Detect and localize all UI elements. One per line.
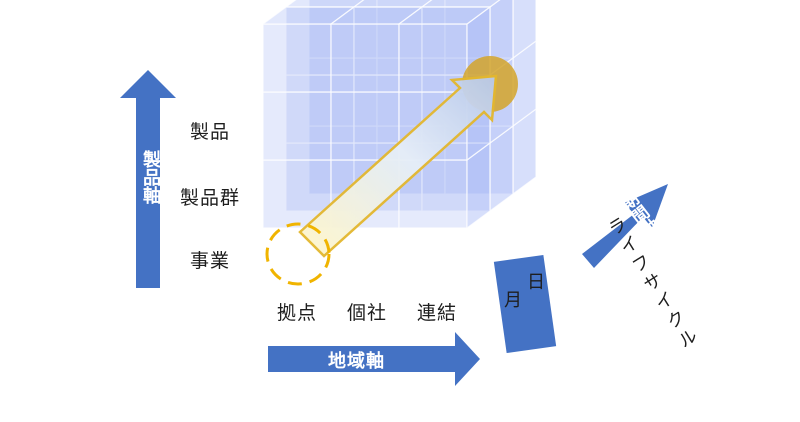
product-axis-arrow (120, 70, 176, 288)
month-day-block (493, 254, 557, 354)
period-level-month: 月 (501, 290, 522, 308)
period-axis-arrow (582, 184, 668, 268)
region-level-company: 個社 (347, 302, 388, 324)
cube-cell-front (262, 91, 332, 161)
product-level-business: 事業 (190, 250, 231, 272)
highlight-start-circle (265, 222, 331, 286)
region-axis-arrow (268, 332, 480, 386)
region-level-consolidated: 連結 (417, 302, 458, 324)
cube-cell-front (262, 23, 332, 93)
product-level-product-group: 製品群 (180, 187, 241, 209)
product-level-product: 製品 (190, 121, 231, 143)
region-level-site: 拠点 (277, 302, 318, 324)
cube-cell-front (330, 23, 400, 93)
product-axis-title: 製品軸 (140, 150, 161, 204)
period-level-day: 日 (524, 272, 545, 290)
data-cube (261, 0, 537, 230)
cube-cell-top (397, 6, 492, 25)
region-axis-title: 地域軸 (328, 351, 385, 372)
highlight-beam-arrow (298, 74, 498, 258)
cube-cell-front (330, 91, 400, 161)
